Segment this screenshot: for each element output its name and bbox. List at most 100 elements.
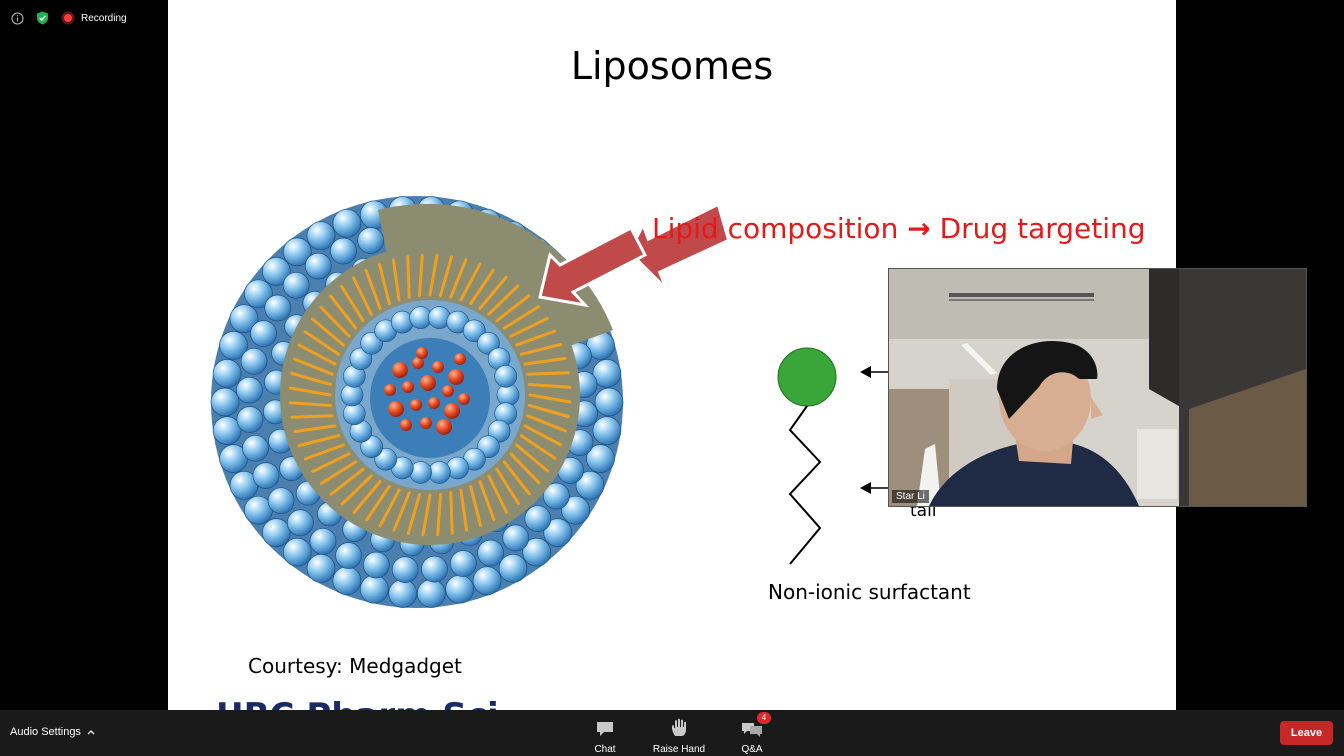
lipid-tail [526,414,567,433]
lipid-head [282,537,312,567]
lipid-tail [340,474,373,506]
lipid-tail [288,401,332,407]
lipid-head [357,227,385,254]
participant-video[interactable]: Star Li [888,268,1307,507]
lipid-tail [449,258,468,299]
lipid-tail [329,467,365,496]
lipid-head [524,505,552,533]
info-icon[interactable] [10,11,25,26]
lipid-tail [495,294,531,323]
lipid-head [498,553,528,583]
lipid-tail [406,493,421,535]
lipid-tail [391,258,401,302]
lipid-head [240,347,268,375]
drug-payload [444,403,460,419]
lipid-tail [515,329,557,347]
drug-payload [388,401,404,417]
inner-lipid-head [494,364,518,388]
lipid-head [229,304,259,334]
lipid-head [445,574,475,604]
qa-badge: 4 [757,712,771,724]
lipid-tail [310,317,345,347]
slide-title: Liposomes [570,44,774,88]
participant-name-tag: Star Li [892,490,929,503]
lipid-head [421,555,448,583]
pointer-arrow [538,203,730,308]
lipid-tail [502,305,541,330]
lipid-head [212,416,242,445]
lipid-tail [526,371,570,376]
qa-button[interactable]: 4 Q&A [717,712,787,755]
lipid-head [592,416,622,445]
qa-icon: 4 [717,712,787,738]
lipid-tail [519,343,563,356]
lipid-head [502,524,530,552]
lipid-tail [515,443,550,473]
lipid-tail [392,491,411,532]
courtesy-text: Courtesy: Medgadget [248,654,462,678]
lipid-head [449,550,477,577]
lipid-tail [421,493,432,537]
lipid-head [522,537,552,567]
lipid-tail [319,460,358,485]
lipid-head [261,257,291,286]
qa-label: Q&A [741,744,763,755]
drug-payload [454,353,466,365]
leave-button[interactable]: Leave [1280,721,1333,745]
lipid-tail [459,262,482,302]
lipid-head [332,208,362,238]
lipid-head [332,566,362,596]
chat-button[interactable]: Chat [570,716,640,755]
lipid-tail [365,484,391,522]
lipid-head [391,556,419,583]
raise-hand-button[interactable]: Raise Hand [644,716,714,755]
lipid-head [306,221,336,251]
lipid-head [264,294,292,322]
lipid-head [330,237,357,265]
lipid-head [472,566,502,596]
lipid-tail [297,434,341,447]
audio-settings-button[interactable]: Audio Settings [10,726,95,738]
drug-payload [384,384,396,396]
lipid-tail [449,491,454,535]
lipid-head [242,434,269,462]
lipid-head [592,359,622,388]
lipid-head [304,252,332,280]
lipid-head [219,331,248,360]
lipid-tail [290,414,334,419]
drug-payload [400,419,412,431]
lipid-head [561,495,590,525]
lipid-head [362,551,390,579]
recording-icon[interactable] [60,11,75,26]
lipid-tail [303,443,345,461]
drug-payload [410,399,422,411]
lipid-tail [528,393,572,404]
drug-payload [420,375,436,391]
lipid-tail [502,460,531,496]
lipid-tail [290,371,332,386]
lipid-tail [406,255,411,299]
lipid-tail [523,356,567,366]
lipid-head [244,279,273,309]
lipid-head [335,542,362,569]
annotation-arrow: → [907,212,931,245]
slide-artwork [210,196,888,608]
drug-payload [428,397,440,409]
lipid-head [586,444,615,473]
lipid-head [575,470,605,500]
liposome-illustration [210,196,624,608]
lipid-head [236,406,264,433]
lipid-head [306,553,336,583]
lipid-head [309,527,337,555]
lipid-tail [528,383,572,389]
lipid-head [282,271,310,299]
surfactant-diagram [777,347,888,565]
lipid-tail [523,424,563,447]
encryption-shield-icon[interactable] [35,11,50,26]
lipid-head [210,387,240,417]
lipid-tail [428,253,439,297]
lipid-tail [469,484,482,528]
lipid-head [477,539,504,567]
video-frame [889,269,1306,506]
lipid-tail [319,305,351,338]
